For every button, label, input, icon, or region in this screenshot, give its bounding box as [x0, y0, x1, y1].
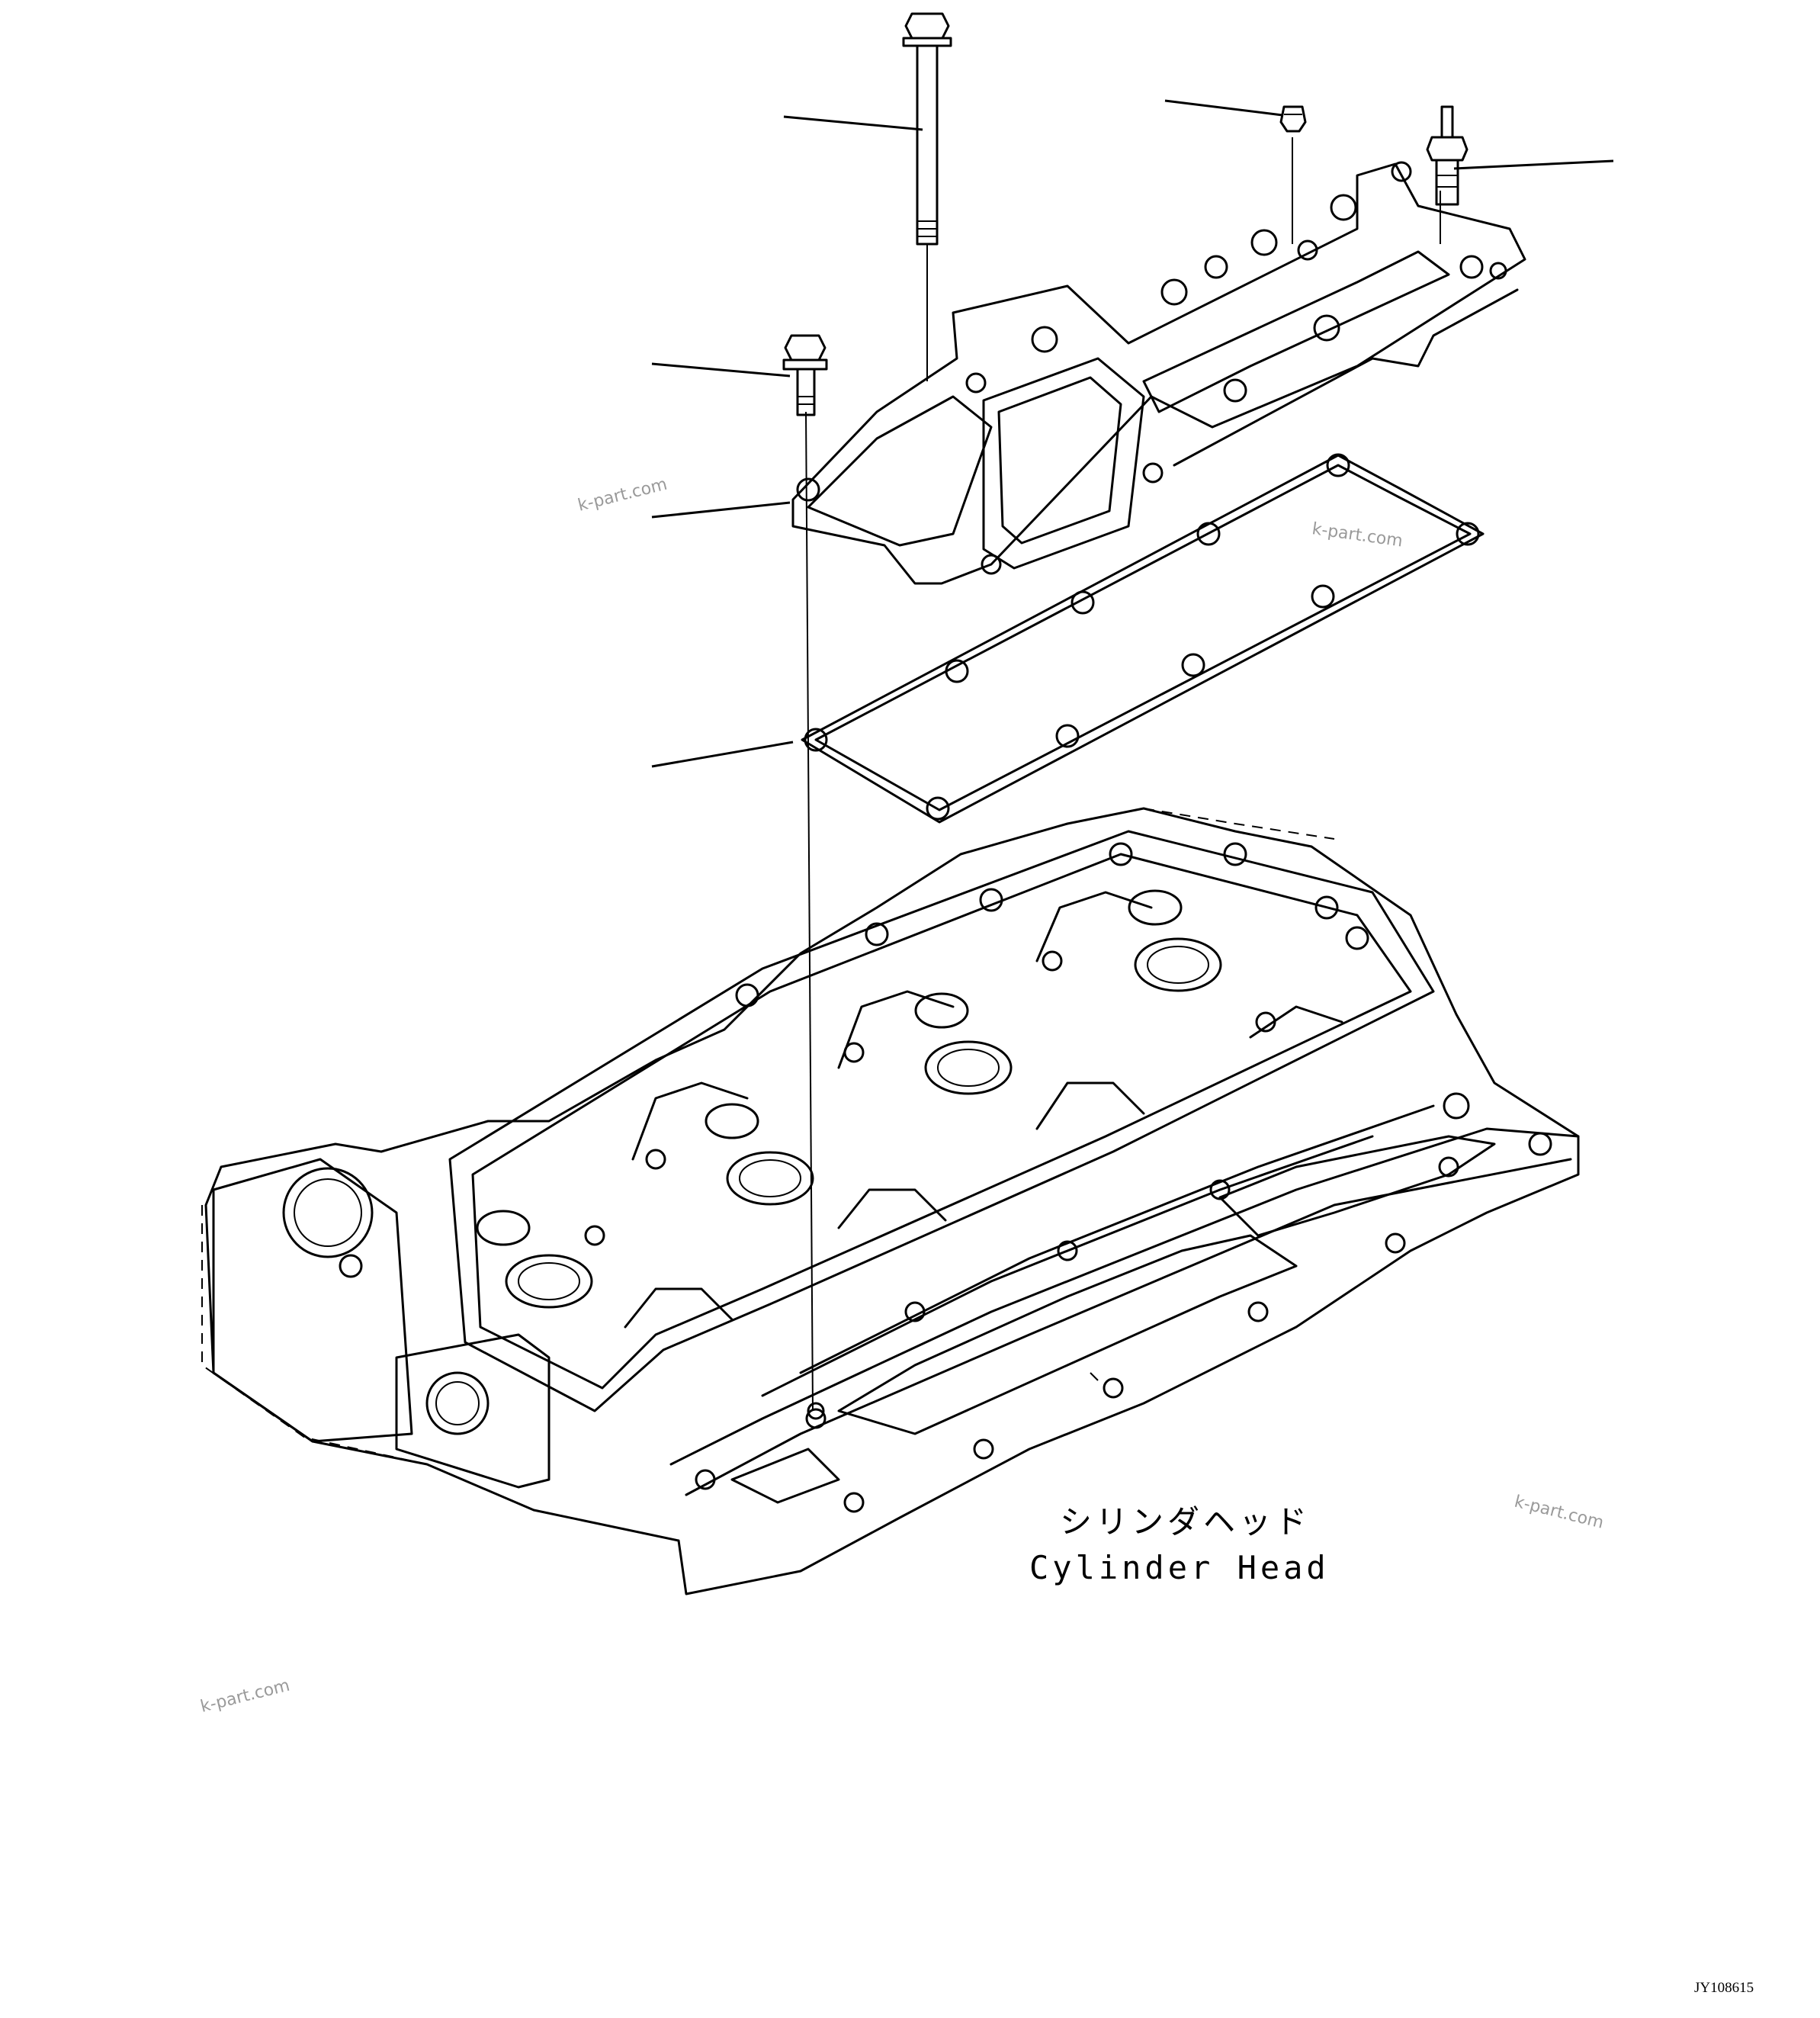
watermark-1: k-part.com [576, 475, 669, 516]
center-lines [805, 137, 1441, 1412]
watermarks: k-part.com k-part.com k-part.com k-part.… [198, 475, 1605, 1717]
drawing-number: JY108615 [1694, 1980, 1754, 1996]
stud-bolt [1426, 105, 1469, 206]
cylinder-head [201, 807, 1580, 1595]
leader-lines [651, 99, 1614, 768]
caption-japanese: シリンダヘッド [1060, 1503, 1311, 1541]
short-bolt [782, 334, 828, 416]
plug [1279, 105, 1307, 133]
watermark-4: k-part.com [198, 1676, 291, 1717]
long-bolt [902, 12, 952, 246]
caption-english: Cylinder Head [1029, 1549, 1330, 1586]
rocker-housing [791, 161, 1526, 585]
gasket [801, 453, 1485, 824]
watermark-2: k-part.com [1311, 519, 1404, 551]
caption: シリンダヘッド Cylinder Head [1029, 1503, 1330, 1586]
watermark-3: k-part.com [1513, 1493, 1606, 1533]
